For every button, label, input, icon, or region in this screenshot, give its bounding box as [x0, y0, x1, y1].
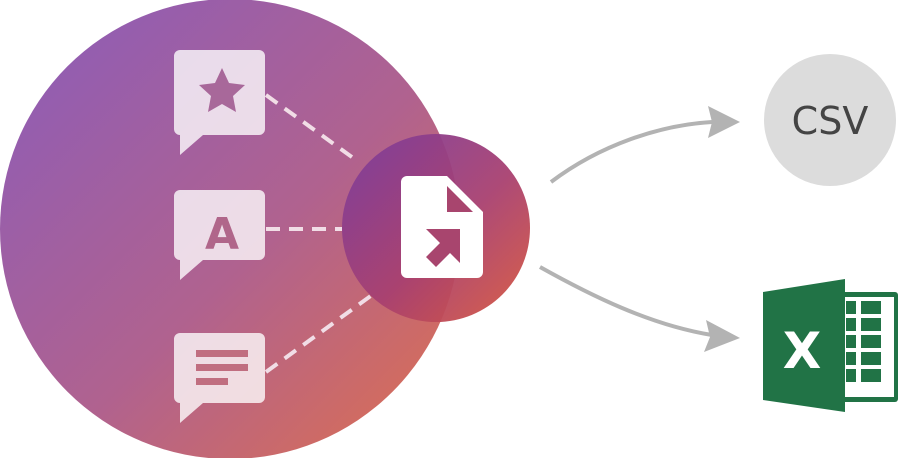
connector-lines	[264, 93, 374, 374]
text-comment-icon	[174, 190, 265, 280]
arrow-head-csv	[708, 106, 740, 138]
csv-icon[interactable]: CSV	[764, 54, 896, 186]
excel-icon[interactable]: X	[763, 279, 898, 412]
excel-letter: X	[783, 322, 822, 380]
text-lines-icon	[196, 350, 248, 385]
arrows	[539, 120, 713, 337]
file-export-icon	[401, 176, 483, 278]
star-icon	[199, 68, 245, 112]
csv-label: CSV	[792, 99, 869, 143]
arrow-head-excel	[704, 320, 740, 352]
text-comment-letter: A	[205, 209, 239, 260]
